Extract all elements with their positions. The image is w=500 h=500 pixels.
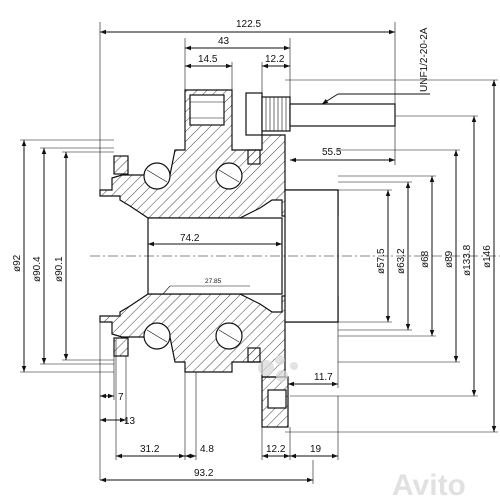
dim-d57-5: ø57.5 bbox=[376, 248, 387, 274]
dim-74-2: 74.2 bbox=[180, 233, 200, 244]
dim-43: 43 bbox=[218, 36, 230, 47]
dim-31-2: 31.2 bbox=[140, 444, 160, 455]
dim-12-2-top: 12.2 bbox=[265, 54, 285, 65]
dim-14-5: 14.5 bbox=[198, 54, 218, 65]
dim-12-2-bottom: 12.2 bbox=[266, 444, 286, 455]
hub-body bbox=[99, 89, 339, 428]
watermark-text: Avito bbox=[392, 469, 466, 500]
dim-d92: ø92 bbox=[12, 254, 23, 272]
dim-7: 7 bbox=[118, 392, 124, 403]
dim-93-2: 93.2 bbox=[194, 468, 214, 479]
dim-d146: ø146 bbox=[482, 245, 493, 268]
dim-d63-2: ø63.2 bbox=[396, 248, 407, 274]
dim-d133-8: ø133.8 bbox=[462, 244, 473, 276]
dim-27-85: 27.85 bbox=[205, 278, 222, 285]
bearing-balls bbox=[143, 162, 243, 350]
dim-122-5: 122.5 bbox=[236, 19, 261, 30]
dim-13: 13 bbox=[124, 416, 136, 427]
dim-19: 19 bbox=[310, 444, 322, 455]
seals bbox=[113, 149, 261, 363]
watermark: Avito bbox=[258, 355, 466, 500]
dim-4-8: 4.8 bbox=[200, 444, 214, 455]
dim-55-5: 55.5 bbox=[322, 147, 342, 158]
dimension-labels: 122.5 43 14.5 12.2 55.5 UNF1/2-20-2A 74.… bbox=[12, 19, 493, 479]
dim-d68: ø68 bbox=[420, 250, 431, 268]
dim-11-7: 11.7 bbox=[314, 372, 333, 383]
dim-thread: UNF1/2-20-2A bbox=[419, 27, 430, 92]
dim-d89: ø89 bbox=[444, 250, 455, 268]
dim-d90-1: ø90.1 bbox=[54, 256, 65, 282]
dim-d90-4: ø90.4 bbox=[32, 256, 43, 282]
upper-bolt-hole bbox=[189, 94, 225, 126]
dimension-lines bbox=[20, 22, 498, 484]
wheel-stud bbox=[245, 92, 396, 136]
